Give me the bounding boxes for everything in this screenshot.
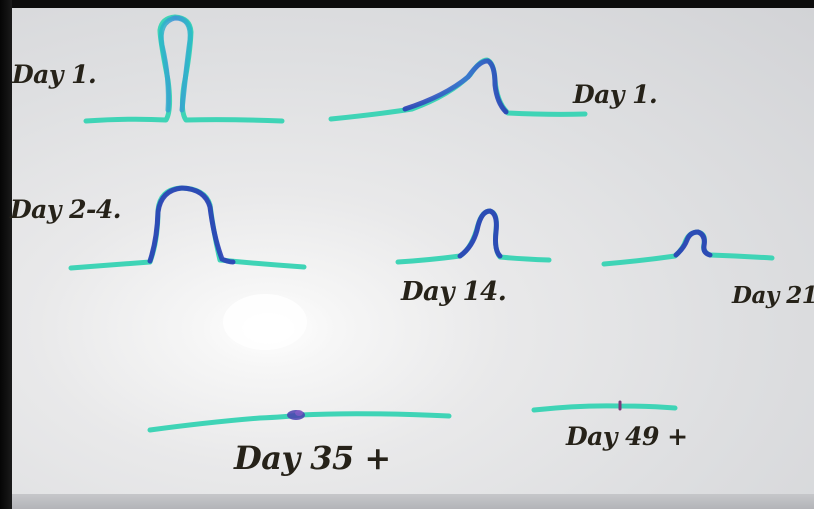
hump-day49 [534,402,675,410]
hump-day35 [150,410,449,430]
label-day49: Day 49 + [566,424,688,449]
hump-day14 [398,211,549,262]
hump-day21 [604,232,772,264]
label-day1-right: Day 1. [573,82,657,107]
label-day1-left: Day 1. [12,62,96,87]
label-day35: Day 35 + [234,442,391,474]
label-day2-4: Day 2-4. [10,197,121,222]
hump-day1-right [331,60,585,119]
label-day21: Day 21 [732,284,814,307]
light-glare [223,294,307,350]
hump-day1-left [86,17,282,121]
label-day14: Day 14. [401,279,506,305]
